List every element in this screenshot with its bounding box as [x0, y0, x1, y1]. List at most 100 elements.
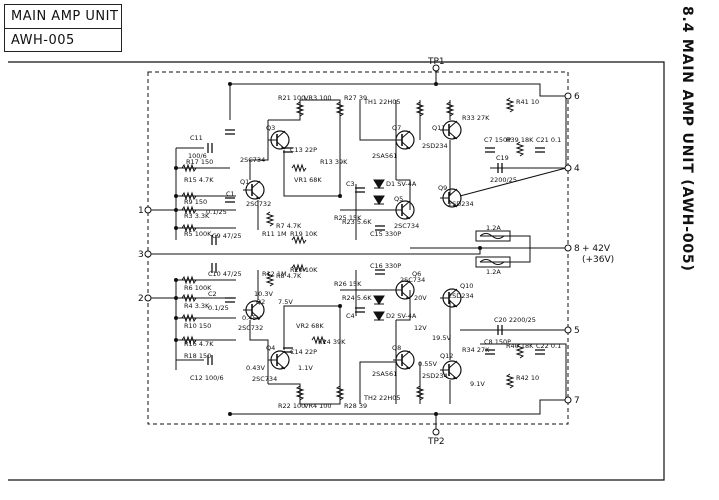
r8-label: R8 4.7K [276, 272, 302, 280]
r24-label: R24 5.6K [342, 294, 372, 302]
q11-type: 2SD234 [422, 142, 448, 150]
c19-label: C19 [496, 154, 509, 162]
tp2-label: TP2 [427, 437, 445, 447]
th2-label: TH2 22H05 [363, 394, 401, 402]
terminal-2-label: 2 [138, 294, 144, 304]
r23-label: R23 5.6K [342, 218, 372, 226]
q5-type: 2SC734 [394, 222, 419, 230]
c11-value: 100/6 [188, 152, 207, 160]
board-outline [8, 61, 665, 481]
c14-label: C14 22P [290, 348, 317, 356]
r26-label: R26 15K [334, 280, 362, 288]
q10-type: 2SD234 [448, 292, 474, 300]
model-number: AWH-005 [11, 33, 75, 48]
c1-label: C1 [226, 190, 235, 198]
tp1-label: TP1 [427, 57, 445, 67]
c3-label: C3 [346, 180, 355, 188]
v3-label: 7.5V [278, 298, 293, 306]
r14-label: R14 39K [318, 338, 346, 346]
r17-label: R17 150 [186, 158, 213, 166]
terminal-8-label: 8 [574, 244, 580, 254]
q11-label: Q11 [432, 124, 445, 132]
c1-value: 0.1/25 [206, 208, 227, 216]
r19-label: R19 10K [290, 230, 318, 238]
q7-type: 2SA561 [372, 152, 397, 160]
c11-label: C11 [190, 134, 203, 142]
vr3-label: VR3 100 [304, 94, 332, 102]
r22-label: R22 100 [278, 402, 305, 410]
c13-label: C13 22P [290, 146, 317, 154]
th1-label: TH1 22H05 [363, 98, 401, 106]
fuse1-label: 1.2A [486, 224, 501, 232]
q12-type: 2SD234 [422, 372, 448, 380]
terminal-4-label: 4 [574, 164, 580, 174]
r21-label: R21 100 [278, 94, 305, 102]
r11-label: R11 1M [262, 230, 287, 238]
r16-label: R16 4.7K [184, 340, 214, 348]
q8-type: 2SA561 [372, 370, 397, 378]
c2-label: C2 [208, 290, 217, 298]
r10-label: R10 150 [184, 322, 211, 330]
vr4-label: VR4 100 [304, 402, 332, 410]
q9-label: Q9 [438, 184, 447, 192]
q4-type: 2SC734 [252, 375, 277, 383]
d2-label: D2 SV-4A [386, 312, 417, 320]
r33-label: R33 27K [462, 114, 490, 122]
q1-type: 2SC732 [246, 200, 271, 208]
q5-label: Q5 [394, 195, 403, 203]
v7-label: 19.5V [432, 334, 451, 342]
v6-label: 20V [414, 294, 427, 302]
q4-label: Q4 [266, 344, 275, 352]
r20-label: R20 10K [290, 266, 318, 274]
r18-label: R18 150 [184, 352, 211, 360]
c16-label: C16 330P [370, 262, 401, 270]
fuses [475, 230, 511, 268]
c4-label: C4 [346, 312, 355, 320]
q12-label: Q12 [440, 352, 453, 360]
v10-label: 9.1V [470, 380, 485, 388]
c2-value: 0.1/25 [208, 304, 229, 312]
r39-label: R39 18K [506, 136, 534, 144]
c10-label: C10 47/25 [208, 270, 242, 278]
supply-label: + 42V [582, 244, 611, 254]
terminal-5-label: 5 [574, 326, 580, 336]
supply-alt-label: (+36V) [582, 255, 614, 265]
r41-label: R41 10 [516, 98, 539, 106]
r3-label: R3 3.3K [184, 212, 210, 220]
c20-label: C20 2200/25 [494, 316, 536, 324]
terminal-3-label: 3 [138, 250, 144, 260]
q3-label: Q3 [266, 124, 275, 132]
r5-label: R5 100K [184, 230, 212, 238]
q1-label: Q1 [240, 178, 249, 186]
v9-label: 12V [414, 324, 427, 332]
v2-label: 0.45V [242, 314, 261, 322]
r9-label: R9 150 [184, 198, 207, 206]
q2-type: 2SC732 [238, 324, 263, 332]
unit-title: MAIN AMP UNIT [5, 5, 121, 29]
r42-label: R42 10 [516, 374, 539, 382]
fuse2-label: 1.2A [486, 268, 501, 276]
q9-type: 2SD234 [448, 200, 474, 208]
r25-label: R25 15K [334, 214, 362, 222]
v1-label: 10.3V [254, 290, 273, 298]
c21-label: C21 0.1 [536, 136, 561, 144]
terminals [144, 64, 572, 436]
r6-label: R6 100K [184, 284, 212, 292]
r12-label: R12 1M [262, 270, 287, 278]
c12-label: C12 100/6 [190, 374, 224, 382]
v4-label: 0.43V [246, 364, 265, 372]
terminal-6-label: 6 [574, 92, 580, 102]
v8-label: 0.55V [418, 360, 437, 368]
c19-value: 2200/25 [490, 176, 517, 184]
r34-label: R34 27K [462, 346, 490, 354]
c9-label: C9 47/25 [212, 232, 241, 240]
r13-label: R13 39K [320, 158, 348, 166]
r28-label: R28 39 [344, 402, 367, 410]
d1-label: D1 SV-4A [386, 180, 417, 188]
r7-label: R7 4.7K [276, 222, 302, 230]
r27-label: R27 39 [344, 94, 367, 102]
title-box: MAIN AMP UNIT AWH-005 [4, 4, 122, 52]
q2-label: Q2 [256, 298, 265, 306]
